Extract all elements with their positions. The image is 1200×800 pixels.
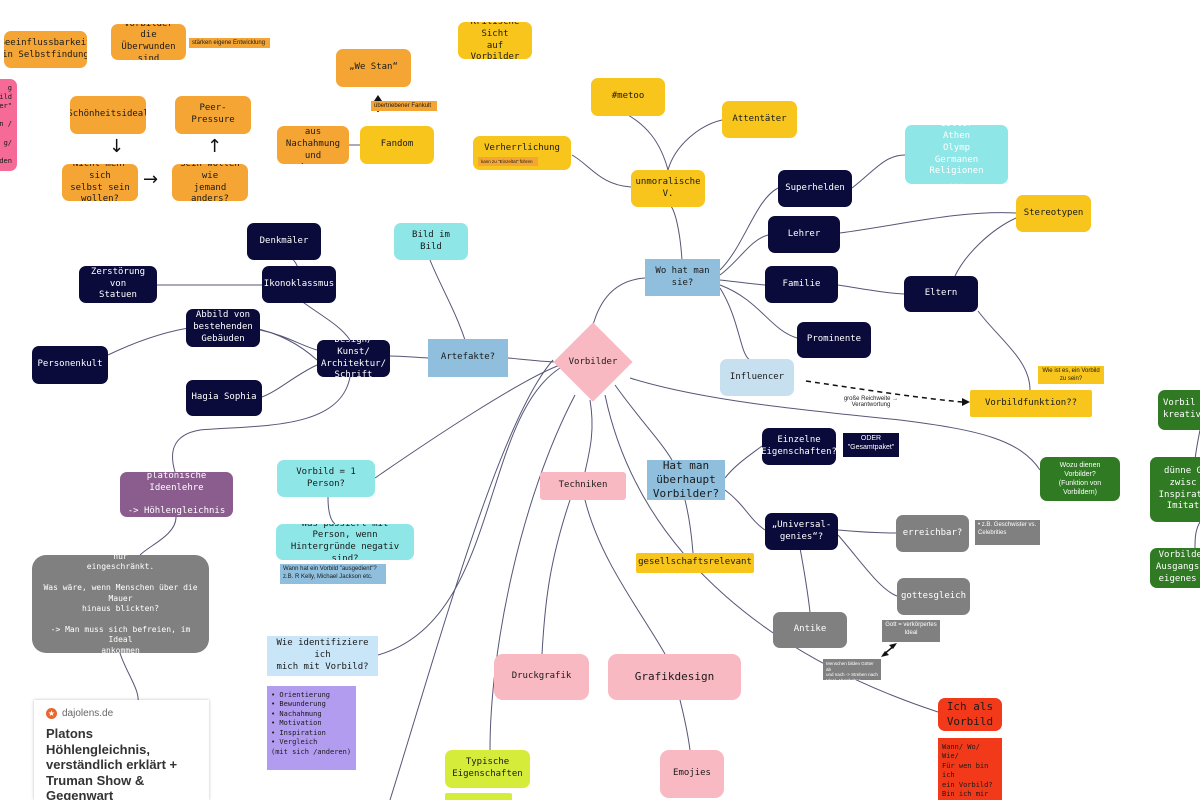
node-goetter[interactable]: Götter Athen Olymp Germanen Religionen .… [905, 125, 1008, 184]
note-wann-ausgedient[interactable]: Wann hat ein Vorbild "ausgedient"? z.B. … [280, 564, 386, 584]
node-grafikdesign[interactable]: Grafikdesign [608, 654, 741, 700]
node-design-kunst[interactable]: Design/ Kunst/ Architektur/ Schrift [317, 340, 390, 377]
node-gesellschaftsrelevant[interactable]: gesellschaftsrelevant [636, 553, 754, 573]
node-menschen-sitzen[interactable]: Menschen sitzen vor Mauer, sehen nur ein… [32, 555, 209, 653]
list-wann-wo[interactable]: Wann/ Wo/ Wie/ Für wen bin ich ein Vorbi… [938, 738, 1002, 800]
node-zerstoerung[interactable]: Zerstörung von Statuen [79, 266, 157, 303]
note-gott-verkoerpert[interactable]: Gott = verkörpertes Ideal [882, 620, 940, 642]
node-sein-wollen[interactable]: Sein wollen wie jemand anders? [172, 164, 248, 201]
node-schoenheitsideal[interactable]: Schönheitsideal [70, 96, 146, 134]
node-fanfiction[interactable]: FanFiction = Produkt aus Nachahmung und … [277, 126, 349, 164]
card-site-label: dajolens.de [62, 708, 114, 719]
node-antike[interactable]: Antike [773, 612, 847, 648]
node-duenne-grenze[interactable]: dünne G zwisc Inspirati Imitat [1150, 457, 1200, 522]
node-peer-pressure[interactable]: Peer-Pressure [175, 96, 251, 134]
node-techniken[interactable]: Techniken [540, 472, 626, 500]
note-fankult[interactable]: übertriebener Fankult [371, 101, 437, 111]
node-gottesgleich[interactable]: gottesgleich [897, 578, 970, 615]
card-title: Platons Höhlengleichnis, verständlich er… [46, 726, 178, 800]
node-emojies[interactable]: Emojies [660, 750, 724, 798]
note-wie-vorbild[interactable]: Wie ist es, ein Vorbild zu sein? [1038, 366, 1104, 384]
node-wozu[interactable]: Wozu dienen Vorbilder? (Funktion von Vor… [1040, 457, 1120, 501]
note-verherrlichung[interactable]: kann zu "Einzeltat" führen [478, 157, 538, 166]
arrow-up-icon: ↑ [207, 136, 223, 157]
node-abbild[interactable]: Abbild von bestehenden Gebäuden [186, 309, 260, 347]
node-lehrer[interactable]: Lehrer [768, 216, 840, 253]
node-unmoralische[interactable]: unmoralische V. [631, 170, 705, 207]
arrow-right-icon: → [143, 169, 159, 190]
node-eltern[interactable]: Eltern [904, 276, 978, 312]
node-fandom[interactable]: Fandom [360, 126, 434, 164]
node-kritische-sicht[interactable]: Kritische Sicht auf Vorbilder [458, 22, 532, 59]
node-attentaeter[interactable]: Attentäter [722, 101, 797, 138]
node-vorbild-1-person[interactable]: Vorbild = 1 Person? [277, 460, 375, 497]
node-vorbilder-ausgang[interactable]: Vorbilder Ausgangspu eigenes S [1150, 548, 1200, 588]
note-menschen-bilden[interactable]: Menschen bilden Götter ab und nach -> St… [823, 659, 881, 680]
node-artefakte[interactable]: Artefakte? [428, 339, 508, 377]
note-geschwister[interactable]: • z.B. Geschwister vs. Celebrities [975, 520, 1040, 545]
node-nicht-mehr[interactable]: Nicht mehr sich selbst sein wollen? [62, 164, 138, 201]
node-hat-man[interactable]: Hat man überhaupt Vorbilder? [647, 460, 725, 500]
note-oder-gesamtpaket[interactable]: ODER "Gesamtpaket" [843, 433, 899, 457]
label-grosse-reichweite: große Reichweite → Verantwortung [843, 396, 899, 408]
node-stereotypen[interactable]: Stereotypen [1016, 195, 1091, 232]
list-orientierung[interactable]: • Orientierung • Bewunderung • Nachahmun… [267, 686, 356, 770]
node-vorbildfunktion[interactable]: Vorbildfunktion?? [970, 390, 1092, 417]
node-we-stan[interactable]: „We Stan“ [336, 49, 411, 87]
node-prominente[interactable]: Prominente [797, 322, 871, 358]
node-platonische[interactable]: platonische Ideenlehre -> Höhlengleichni… [120, 472, 233, 517]
note-staerken[interactable]: stärken eigene Entwicklung [189, 38, 270, 48]
node-bild-im-bild[interactable]: Bild im Bild [394, 223, 468, 260]
node-vorbild-kreativ[interactable]: Vorbil kreative [1158, 390, 1200, 430]
node-universal[interactable]: „Universal- genies“? [765, 513, 838, 550]
node-erreichbar[interactable]: erreichbar? [896, 515, 969, 552]
node-vorbilder-center[interactable]: Vorbilder [553, 322, 633, 402]
node-personenkult[interactable]: Personenkult [32, 346, 108, 384]
node-denkmaeler[interactable]: Denkmäler [247, 223, 321, 260]
node-wie-identifiziere[interactable]: Wie identifiziere ich mich mit Vorbild? [267, 636, 378, 676]
node-einzelne[interactable]: Einzelne Eigenschaften? [762, 428, 836, 465]
node-lime-below[interactable] [445, 793, 512, 800]
node-superhelden[interactable]: Superhelden [778, 170, 852, 207]
article-card[interactable]: ★ dajolens.de Platons Höhlengleichnis, v… [34, 700, 209, 800]
node-magenta-cut[interactable]: g bild er" in / g/ den [0, 79, 17, 171]
node-was-passiert[interactable]: Was passiert mit Person, wenn Hintergrün… [276, 524, 414, 560]
arrow-down-icon: ↓ [109, 136, 125, 157]
node-wo-hat-man[interactable]: Wo hat man sie? [645, 259, 720, 296]
node-familie[interactable]: Familie [765, 266, 838, 303]
node-ikonoklassmus[interactable]: Ikonoklassmus [262, 266, 336, 303]
node-influencer[interactable]: Influencer [720, 359, 794, 396]
card-site[interactable]: ★ dajolens.de [46, 708, 197, 719]
center-label: Vorbilder [568, 357, 618, 367]
site-logo-icon: ★ [46, 708, 57, 719]
node-metoo[interactable]: #metoo [591, 78, 665, 116]
node-druckgrafik[interactable]: Druckgrafik [494, 654, 589, 700]
node-hagia-sophia[interactable]: Hagia Sophia [186, 380, 262, 416]
node-typische[interactable]: Typische Eigenschaften [445, 750, 530, 788]
node-ich-als-vorbild[interactable]: Ich als Vorbild [938, 698, 1002, 731]
node-beeinflussbarkeit[interactable]: Beeinflussbarkeit in Selbstfindung [4, 31, 87, 68]
node-vorbilder-ueberwunden[interactable]: Vorbilder die Überwunden sind [111, 24, 186, 60]
